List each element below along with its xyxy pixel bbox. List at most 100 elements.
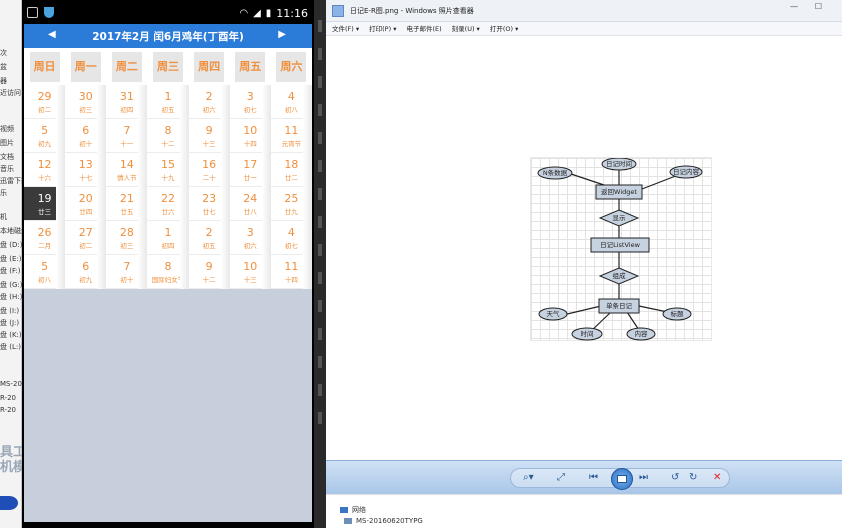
- previous-image-button[interactable]: ⏮: [589, 472, 598, 483]
- menu-item[interactable]: 打开(O) ▾: [489, 25, 519, 33]
- next-month-icon[interactable]: ▶: [278, 29, 286, 40]
- desktop-item[interactable]: 次: [0, 49, 7, 57]
- desktop-item[interactable]: R-20: [0, 406, 17, 414]
- desktop-item[interactable]: 盆: [0, 63, 7, 71]
- lunar-date: 元宵节: [281, 140, 302, 148]
- zoom-button[interactable]: ⌕▾: [523, 472, 534, 483]
- day-number: 27: [78, 226, 93, 239]
- menu-item[interactable]: 电子邮件(E): [406, 25, 442, 33]
- actual-size-button[interactable]: ⤢: [557, 472, 565, 483]
- rotate-left-button[interactable]: ↺: [671, 472, 680, 483]
- menu-item[interactable]: 打印(P) ▾: [369, 25, 397, 33]
- lunar-date: 初十: [79, 140, 93, 148]
- menu-item[interactable]: 刻录(U) ▾: [451, 25, 480, 33]
- day-number: 28: [119, 226, 134, 239]
- desktop-item[interactable]: 器: [0, 77, 7, 85]
- desktop-item[interactable]: 视频: [0, 125, 14, 133]
- desktop-item[interactable]: MS-20160620: [0, 380, 22, 388]
- weekday-label: 周日: [29, 51, 60, 82]
- desktop-item[interactable]: 盘 (I:): [0, 307, 20, 315]
- menu-item[interactable]: 文件(F) ▾: [332, 25, 360, 33]
- desktop-item[interactable]: 盘 (K:): [0, 331, 22, 339]
- delete-button[interactable]: ✕: [713, 472, 722, 483]
- slideshow-button[interactable]: [611, 468, 633, 490]
- desktop-item[interactable]: 图片: [0, 139, 14, 147]
- maximize-button[interactable]: ☐: [814, 2, 822, 11]
- day-number: 14: [119, 158, 134, 171]
- desktop-item[interactable]: 音乐: [0, 165, 14, 173]
- lunar-date: 初四: [120, 106, 134, 114]
- computer-node[interactable]: MS-20160620TYPG: [344, 517, 423, 525]
- desktop-item[interactable]: 盘 (E:): [0, 255, 22, 263]
- day-number: 25: [284, 192, 299, 205]
- day-number: 21: [119, 192, 134, 205]
- calendar-screen: ◀ 2017年2月 闰6月鸡年(丁酉年) ▶ 周日周一周二周三周四周五周六 29…: [24, 24, 313, 522]
- desktop-item[interactable]: 文档: [0, 153, 14, 161]
- desktop-item[interactable]: 盘 (H:): [0, 293, 22, 301]
- desktop-item[interactable]: 机: [0, 213, 7, 221]
- desktop-item[interactable]: 盘 (G:): [0, 281, 22, 289]
- desktop-item[interactable]: 迅雷下载: [0, 177, 22, 185]
- desktop-item[interactable]: 盘 (J:): [0, 319, 20, 327]
- weekday-label: 周四: [194, 51, 225, 82]
- next-image-button[interactable]: ⏭: [639, 472, 648, 483]
- desktop-item[interactable]: 近访问: [0, 89, 21, 97]
- prev-month-icon[interactable]: ◀: [48, 29, 56, 40]
- desktop-item[interactable]: R-20: [0, 394, 17, 402]
- day-number: 2: [205, 226, 213, 239]
- calendar-header: ◀ 2017年2月 闰6月鸡年(丁酉年) ▶: [24, 24, 312, 48]
- desktop-item[interactable]: 盘 (D:): [0, 241, 22, 249]
- desktop-item[interactable]: 盘 (F:): [0, 267, 21, 275]
- network-node[interactable]: 网络: [340, 505, 366, 515]
- desktop-item[interactable]: 乐: [0, 189, 7, 197]
- photo-viewer-window: 日记E-R图.png - Windows 照片查看器 — ☐ 文件(F) ▾打印…: [326, 0, 842, 528]
- rotate-right-button[interactable]: ↻: [689, 472, 698, 483]
- weekday-label: 周五: [235, 51, 266, 82]
- desktop-item[interactable]: 盘 (L:): [0, 343, 21, 351]
- minimize-button[interactable]: —: [790, 2, 798, 11]
